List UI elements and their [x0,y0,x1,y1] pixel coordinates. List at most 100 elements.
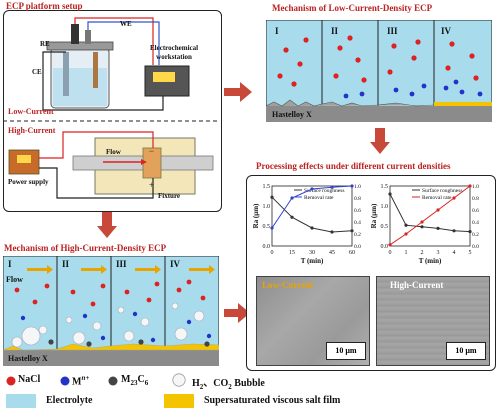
y2-tick-label: 0.2 [472,232,479,238]
high-substrate-label: Hastelloy X [8,354,48,363]
bubble-icon [172,373,186,387]
y-axis-label: Ra (μm) [252,203,260,228]
x-tick-label: 0 [389,250,392,256]
data-point [290,215,294,219]
data-point [350,229,354,233]
low-mech-title: Mechanism of Low-Current-Density ECP [272,3,433,13]
x-tick-label: 15 [289,250,295,256]
data-point [452,196,456,200]
low-mech-panel [266,20,492,122]
legend-bubble-rest: 、CO [203,378,229,389]
low-stage-3: III [387,26,398,36]
carbide-icon [108,376,118,386]
data-point [310,187,314,191]
data-point [290,196,294,200]
setup-title: ECP platform setup [6,1,83,11]
data-point [468,230,472,234]
scale-bar-low: 10 μm [326,342,366,360]
x-axis-label: T (min) [419,257,442,265]
high-stage-2: II [62,259,70,269]
y2-tick-label: 0.6 [472,208,479,214]
y-tick-label: 1.0 [263,204,271,210]
y-tick-label: 0.0 [381,244,389,250]
legend-electrolyte: Electrolyte [46,395,93,406]
effects-title: Processing effects under different curre… [256,161,451,171]
power-supply-label: Power supply [8,178,49,186]
data-point [350,184,354,188]
high-stage-3: III [116,259,127,269]
data-point [388,243,392,247]
x-tick-label: 30 [309,250,315,256]
legend-bubble-h: H [192,378,200,389]
electrolyte-swatch [6,394,36,408]
legend-saltfilm: Supersaturated viscous salt film [204,395,341,406]
y-tick-label: 1.5 [263,184,271,190]
fixture-label: Fixture [158,192,181,200]
legend-carbide-m: M [121,374,131,385]
data-point [404,232,408,236]
legend-metal: Mn+ [72,374,89,387]
y-tick-label: 0.5 [263,224,271,230]
legend-carbide: M23C6 [121,374,148,387]
svg-text:+: + [149,180,154,190]
metal-ion-icon [60,376,70,386]
data-point [420,225,424,229]
setup-drawing: − + [3,17,220,199]
y2-tick-label: 0.0 [472,244,479,250]
saltfilm-swatch [164,394,194,408]
arrow-down-icon [97,212,117,238]
series-line [389,193,471,233]
data-point [436,226,440,230]
x-tick-label: 4 [453,250,456,256]
legend-nacl: NaCl [18,374,41,385]
y2-tick-label: 0.4 [354,220,361,226]
legend-bubble-end: Bubble [231,378,265,389]
arrow-down-icon-2 [370,128,390,154]
re-label: RE [40,40,50,48]
legend-metal-sup: n+ [81,374,90,382]
arrow-right-icon [224,82,252,102]
x-tick-label: 60 [349,250,355,256]
y-tick-label: 0.5 [381,224,389,230]
data-point [420,220,424,224]
workstation-label: Electrochemical workstation [150,44,199,61]
scale-label-high: 10 μm [455,346,477,355]
series-line [389,185,471,246]
x-tick-label: 0 [271,250,274,256]
legend-bubble-sub2: 2 [228,383,232,391]
x-tick-label: 3 [437,250,440,256]
high-current-label: High-Current [8,126,56,135]
y2-tick-label: 0.4 [472,220,479,226]
x-tick-label: 1 [405,250,408,256]
y2-tick-label: 1.0 [354,184,361,190]
sem-high-label: High-Current [390,280,444,290]
low-stage-1: I [275,26,279,36]
low-current-label: Low-Current [8,107,54,116]
y2-tick-label: 0.2 [354,232,361,238]
x-tick-label: 2 [421,250,424,256]
y2-tick-label: 1.0 [472,184,479,190]
high-stage-4: IV [170,259,181,269]
data-point [404,223,408,227]
low-stage-2: II [331,26,339,36]
arrow-right-icon-2 [224,303,250,323]
legend-label: Surface roughness [422,187,462,194]
legend-carbide-sub1: 23 [130,379,138,387]
we-label: WE [120,20,132,28]
high-flow-label: Flow [6,275,23,284]
data-point [452,229,456,233]
y-tick-label: 1.0 [381,204,389,210]
y2-tick-label: 0.8 [354,196,361,202]
legend-label: Surface roughness [304,187,344,194]
legend-bubble: H2、CO2 Bubble [192,374,265,391]
data-point [330,230,334,234]
sem-low-label: Low-Current [262,280,314,290]
legend-label: Removal rate [422,195,452,201]
scale-label-low: 10 μm [335,346,357,355]
x-tick-label: 45 [329,250,335,256]
legend-carbide-c: C [137,374,145,385]
legend-label: Removal rate [304,195,334,201]
y-axis-label: Ra (μm) [370,203,378,228]
x-tick-label: 5 [469,250,472,256]
